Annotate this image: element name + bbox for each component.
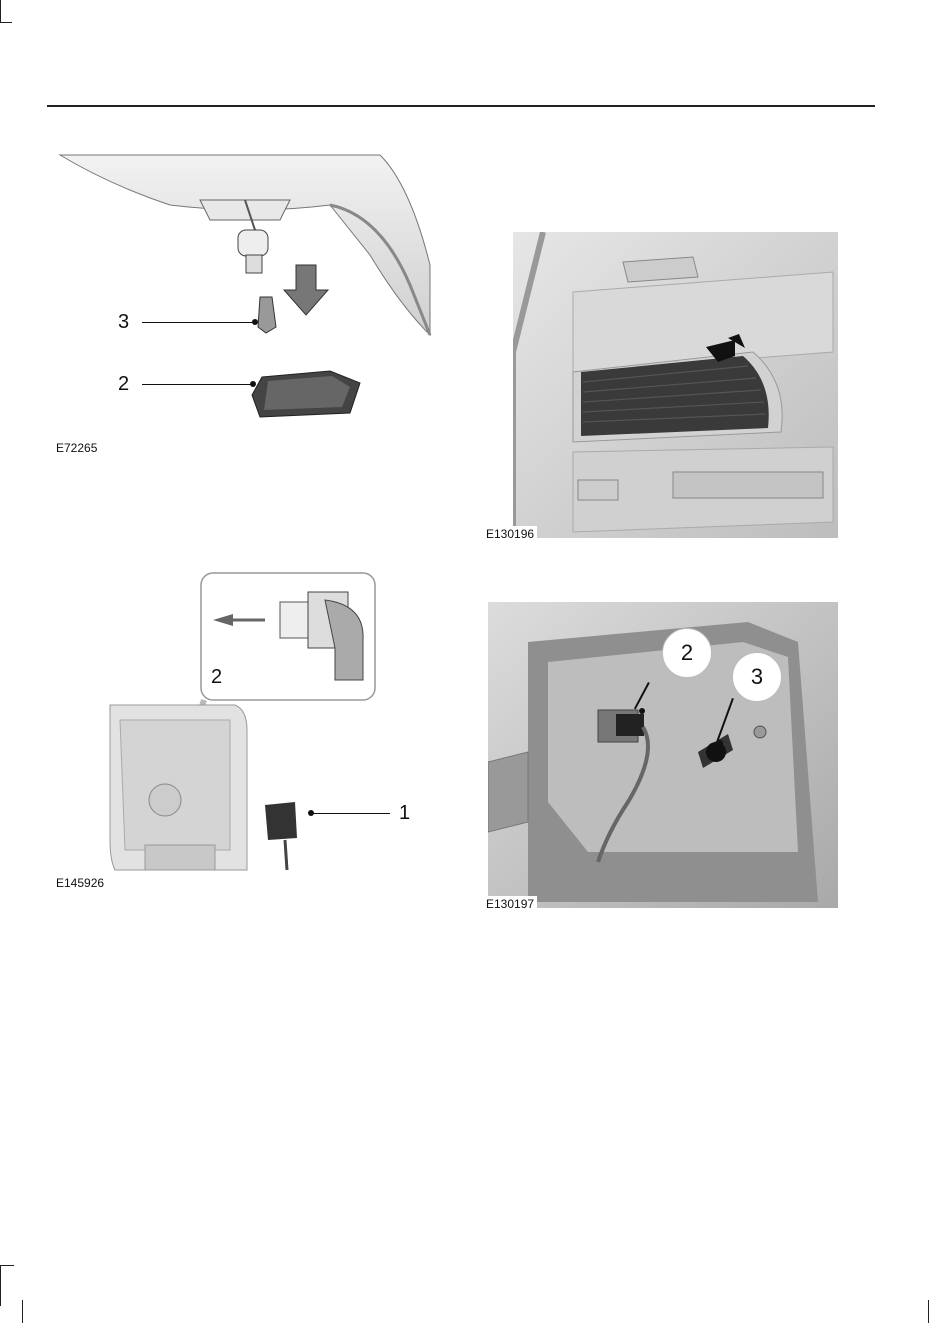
leader-line — [142, 322, 254, 323]
callout-label: 2 — [118, 373, 129, 396]
crop-mark — [0, 0, 1, 22]
figure-bulb: 2 1 — [105, 570, 425, 890]
bulb-illustration — [105, 570, 425, 890]
leader-dot — [308, 810, 314, 816]
callout-label: 2 — [211, 666, 222, 689]
crop-mark — [0, 22, 12, 23]
crop-mark — [0, 1265, 14, 1266]
leader-dot — [252, 319, 258, 325]
leader-dot — [639, 708, 645, 714]
callout-bubble: 2 — [662, 628, 712, 678]
figure-code: E130196 — [485, 526, 537, 542]
figure-rear-lamp: 2 3 — [488, 602, 838, 908]
callout-bubble: 3 — [732, 652, 782, 702]
figure-code: E145926 — [55, 875, 107, 891]
interior-lamp-illustration — [50, 145, 440, 465]
leader-line — [142, 384, 252, 385]
figure-code: E130197 — [485, 896, 537, 912]
figure-trim-panel — [513, 232, 838, 538]
leader-line — [312, 813, 390, 814]
callout-label: 3 — [118, 311, 129, 334]
leader-dot — [717, 740, 723, 746]
crop-mark — [22, 1300, 23, 1323]
figure-code: E72265 — [55, 440, 100, 456]
header-rule — [47, 105, 875, 107]
crop-mark — [0, 1266, 1, 1306]
callout-label: 1 — [399, 802, 410, 825]
trim-panel-illustration — [513, 232, 838, 538]
crop-mark — [928, 1300, 929, 1323]
leader-dot — [250, 381, 256, 387]
figure-interior-lamp: 3 2 — [50, 145, 440, 465]
